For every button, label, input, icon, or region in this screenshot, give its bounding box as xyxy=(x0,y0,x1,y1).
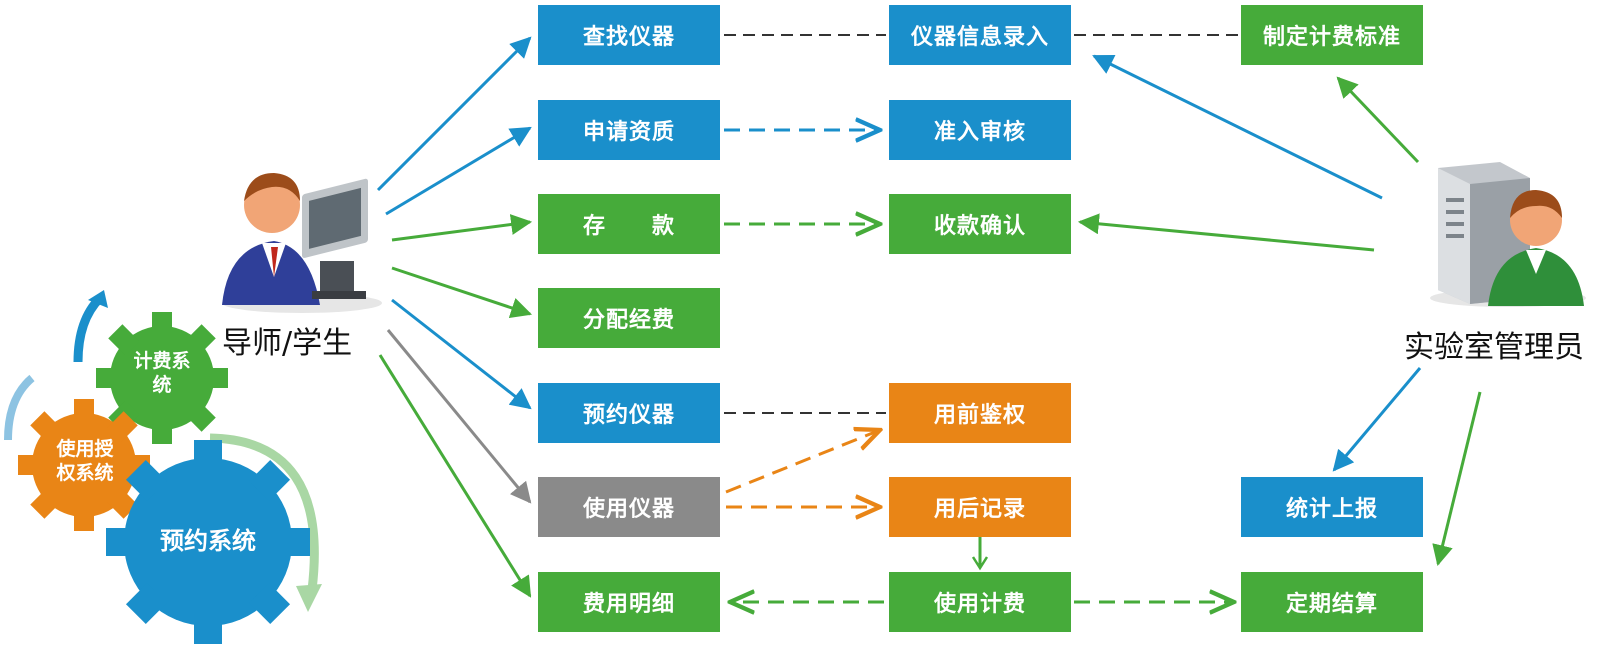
set-fee-standard-box: 制定计费标准 xyxy=(1241,5,1423,65)
arc-arrow-lightgreen-icon xyxy=(209,433,319,591)
pre-use-auth-box: 用前鉴权 xyxy=(889,383,1071,443)
instrument-info-entry-box: 仪器信息录入 xyxy=(889,5,1071,65)
usage-billing-box: 使用计费 xyxy=(889,572,1071,632)
periodic-settlement-box: 定期结算 xyxy=(1241,572,1423,632)
arrow-student-apply xyxy=(385,126,532,216)
gears-cluster xyxy=(4,290,322,644)
teacher-student-label: 导师/学生 xyxy=(222,326,353,361)
arrow-student-allocate xyxy=(391,266,532,318)
arrow-admin-stats xyxy=(1332,367,1422,472)
arc-arrow-blue-icon xyxy=(73,294,104,363)
arrow-student-use xyxy=(386,329,532,504)
teacher-student-computer-icon xyxy=(222,173,382,313)
book-instrument-box: 预约仪器 xyxy=(538,383,720,443)
lab-admin-label: 实验室管理员 xyxy=(1404,330,1584,365)
deposit-box: 存 款 xyxy=(538,194,720,254)
apply-qualification-box: 申请资质 xyxy=(538,100,720,160)
arrow-admin-setfee xyxy=(1336,76,1420,164)
find-instrument-box: 查找仪器 xyxy=(538,5,720,65)
use-instrument-box: 使用仪器 xyxy=(538,477,720,537)
arrow-student-book xyxy=(391,298,532,410)
allocate-funds-box: 分配经费 xyxy=(538,288,720,348)
arc-arrow-lightblue-icon xyxy=(4,374,35,441)
booking-system-gear-icon xyxy=(106,440,310,644)
dash-use-auth xyxy=(725,430,880,494)
post-use-record-box: 用后记录 xyxy=(889,477,1071,537)
payment-confirm-box: 收款确认 xyxy=(889,194,1071,254)
stats-report-box: 统计上报 xyxy=(1241,477,1423,537)
arrow-admin-info xyxy=(1092,54,1383,200)
fee-details-box: 费用明细 xyxy=(538,572,720,632)
billing-system-label: 计费系统 xyxy=(133,350,191,396)
arrow-admin-settle xyxy=(1432,391,1482,567)
auth-system-gear-icon xyxy=(18,399,150,531)
arrow-student-fee xyxy=(378,354,532,598)
arrow-student-deposit xyxy=(391,214,533,242)
booking-system-label: 预约系统 xyxy=(160,527,256,555)
auth-system-label: 使用授权系统 xyxy=(56,438,114,484)
arrow-admin-payment xyxy=(1077,213,1375,252)
billing-system-gear-icon xyxy=(96,312,228,444)
access-review-box: 准入审核 xyxy=(889,100,1071,160)
lab-admin-server-icon xyxy=(1430,162,1586,307)
arrow-student-find xyxy=(376,36,532,192)
